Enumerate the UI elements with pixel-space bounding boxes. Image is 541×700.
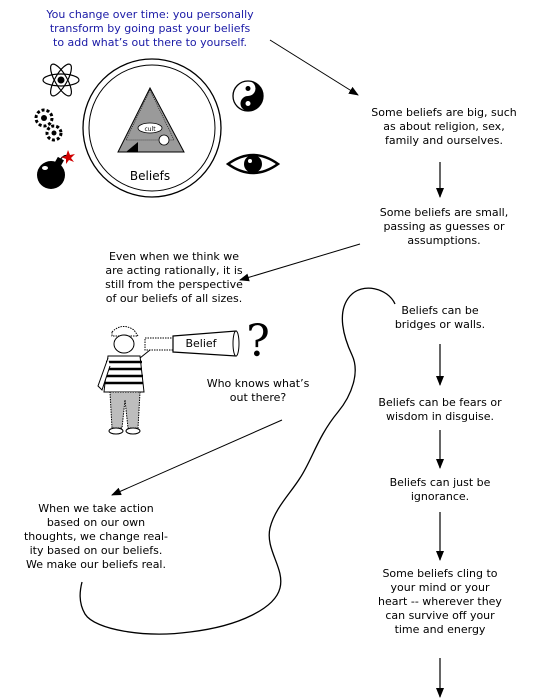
- belief-tube-label: Belief: [185, 337, 217, 350]
- small-beliefs-text: Some beliefs are small, passing as guess…: [379, 206, 509, 247]
- rational-text: Even when we think we are acting rationa…: [105, 250, 243, 305]
- action-text: When we take action based on our own tho…: [23, 502, 169, 571]
- arrow-intro-to-big: [269, 39, 359, 96]
- person-icon: [97, 326, 151, 435]
- ignorance-text: Beliefs can just be ignorance.: [389, 476, 491, 503]
- eye-icon: [225, 153, 281, 175]
- yin-yang-icon: [232, 80, 264, 112]
- big-beliefs-text: Some beliefs are big, such as about reli…: [371, 106, 517, 147]
- atom-icon: [42, 63, 80, 97]
- gear-icon: [34, 108, 63, 142]
- arrow-small-to-rational: [239, 243, 361, 282]
- beliefs-label: Beliefs: [129, 169, 171, 183]
- wavy-connector: [79, 287, 396, 635]
- bomb-icon: [37, 150, 75, 189]
- svg-text:cult: cult: [144, 126, 156, 133]
- fears-text: Beliefs can be fears or wisdom in disgui…: [378, 396, 502, 423]
- pyramid-icon: cult: [117, 86, 185, 153]
- telescope-icon: [144, 330, 240, 357]
- bridges-text: Beliefs can be bridges or walls.: [394, 304, 486, 331]
- question-mark: ?: [246, 316, 270, 367]
- who-knows-text: Who knows what’s out there?: [206, 377, 310, 404]
- intro-text: You change over time: you personally tra…: [46, 8, 254, 49]
- cling-text: Some beliefs cling to your mind or your …: [378, 567, 502, 636]
- arrow-whoknows-to-action: [111, 419, 283, 496]
